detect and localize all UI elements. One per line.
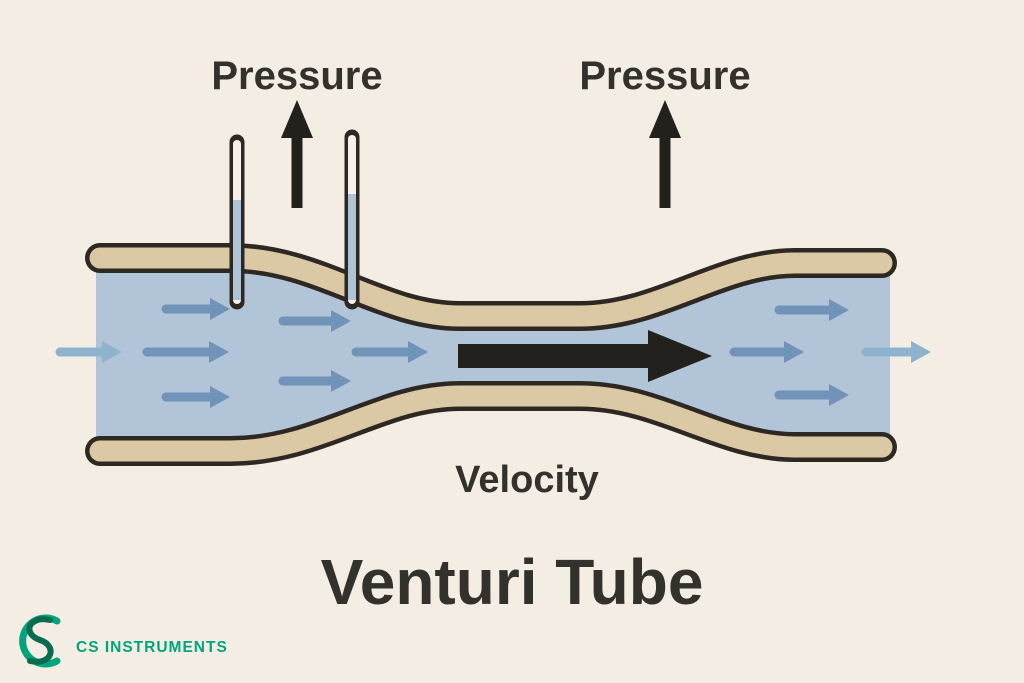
flow-arrow-icon (142, 341, 229, 363)
pressure-right-up-arrow-icon (649, 100, 681, 208)
flow-arrow-icon (774, 299, 849, 321)
pressure-left-label: Pressure (211, 54, 382, 98)
flow-arrow-icon (351, 341, 428, 363)
pressure-left-up-arrow-icon (281, 100, 313, 208)
velocity-label: Velocity (455, 459, 599, 501)
flow-arrow-icon (161, 386, 230, 408)
cs-instruments-logo-text: CS INSTRUMENTS (76, 639, 228, 656)
flow-arrow-icon (729, 341, 804, 363)
pressure-right-label: Pressure (579, 54, 750, 98)
flow-arrow-icon (774, 384, 849, 406)
flow-arrow-icon (278, 370, 351, 392)
cs-instruments-logo-mark-s (26, 616, 54, 665)
flow-arrow-icon (278, 310, 351, 332)
flow-arrow-icon (161, 298, 230, 320)
inlet-flow-arrow-icon (55, 341, 122, 363)
outlet-flow-arrow-icon (861, 341, 931, 363)
cs-instruments-logo: CS INSTRUMENTS (19, 614, 228, 668)
tube-top-wall (89, 247, 893, 327)
velocity-arrow-icon (458, 330, 712, 382)
tube-bottom-wall (89, 385, 893, 462)
diagram-title: Venturi Tube (321, 546, 704, 618)
